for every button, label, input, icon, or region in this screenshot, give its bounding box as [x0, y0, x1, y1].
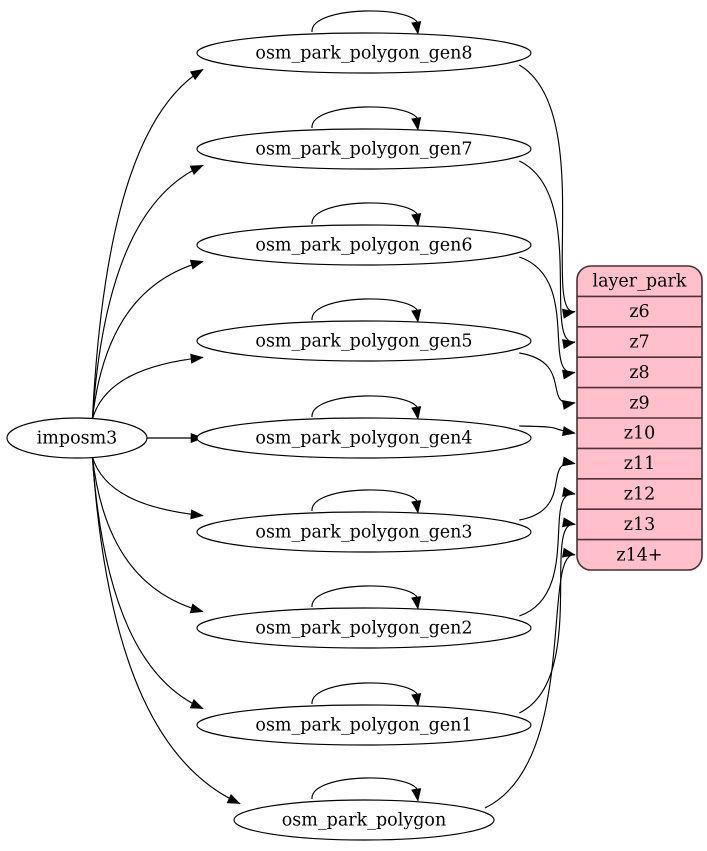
node-gen3-label: osm_park_polygon_gen3: [255, 523, 472, 543]
edge-gen5-to-z9: [519, 352, 576, 404]
arrowhead-self-loop-gen4: [411, 406, 422, 420]
arrowhead-gen3-to-z11: [562, 456, 576, 467]
node-gen4-label: osm_park_polygon_gen4: [255, 429, 472, 449]
node-gen7-shape[interactable]: [196, 128, 532, 170]
arrowhead-base-to-z14+: [562, 547, 576, 558]
edge-gen2-to-z12: [519, 493, 576, 617]
self-loop-gen6: [311, 202, 419, 225]
node-gen6-label: osm_park_polygon_gen6: [255, 236, 472, 256]
node-gen7-label: osm_park_polygon_gen7: [255, 140, 472, 160]
arrowhead-gen4-to-z10: [562, 426, 576, 437]
arrowhead-imposm3-to-gen2: [189, 603, 204, 614]
node-base-label: osm_park_polygon: [282, 811, 446, 831]
self-loop-gen2: [311, 585, 419, 608]
node-gen3-shape[interactable]: [196, 511, 532, 553]
edge-imposm3-to-gen8: [91, 68, 204, 420]
table-row-z9[interactable]: z9: [629, 393, 649, 413]
arrowhead-self-loop-base: [411, 788, 422, 802]
table-row-z13[interactable]: z13: [624, 515, 656, 535]
node-gen5-label: osm_park_polygon_gen5: [255, 332, 472, 352]
arrowhead-imposm3-to-gen6: [189, 259, 204, 270]
edge-imposm3-to-gen5: [91, 356, 204, 420]
node-base-shape[interactable]: [233, 799, 495, 841]
arrowhead-imposm3-to-gen1: [189, 699, 204, 709]
arrowhead-self-loop-gen8: [411, 21, 422, 35]
edge-imposm3-to-gen1: [91, 456, 204, 710]
node-gen1-shape[interactable]: [196, 704, 532, 746]
node-imposm3-shape[interactable]: [6, 417, 148, 459]
self-loop-gen7: [311, 106, 419, 129]
self-loop-gen8: [311, 10, 419, 33]
table-row-z11[interactable]: z11: [624, 454, 656, 474]
arrowhead-self-loop-gen5: [411, 309, 422, 323]
edge-gen7-to-z7: [519, 160, 576, 343]
arrowhead-self-loop-gen1: [411, 693, 422, 707]
arrowhead-gen1-to-z13: [562, 517, 576, 528]
self-loop-gen4: [311, 395, 419, 418]
graph-nodes: imposm3 osm_park_polygon_gen8 osm_park_pol…: [6, 32, 532, 841]
arrowhead-gen8-to-z6: [562, 308, 576, 319]
edge-imposm3-to-gen6: [91, 260, 204, 420]
table-row-z7[interactable]: z7: [629, 333, 649, 353]
node-gen1-label: osm_park_polygon_gen1: [255, 716, 472, 736]
table-row-z10[interactable]: z10: [624, 424, 656, 444]
arrowhead-imposm3-to-gen8: [189, 68, 204, 81]
edges-to-layer-park: [484, 64, 576, 809]
edge-gen1-to-z13: [519, 523, 576, 714]
edge-imposm3-to-gen2: [91, 456, 204, 613]
node-gen2-label: osm_park_polygon_gen2: [255, 619, 472, 639]
node-gen4-shape[interactable]: [196, 417, 532, 459]
table-row-z6[interactable]: z6: [629, 302, 649, 322]
node-gen6-shape[interactable]: [196, 224, 532, 266]
arrowhead-self-loop-gen7: [411, 117, 422, 131]
edge-imposm3-to-gen3: [91, 456, 204, 517]
arrowhead-imposm3-to-gen5: [190, 353, 204, 364]
edge-imposm3-to-base: [91, 456, 241, 805]
arrowhead-gen5-to-z9: [562, 399, 576, 410]
table-row-z8[interactable]: z8: [629, 363, 649, 383]
self-loop-gen3: [311, 489, 419, 512]
arrowhead-imposm3-to-gen3: [190, 509, 204, 520]
edge-base-to-z14+: [484, 554, 576, 809]
arrowhead-self-loop-gen2: [411, 596, 422, 610]
edge-imposm3-to-gen7: [91, 164, 204, 420]
self-loop-gen5: [311, 298, 419, 321]
arrowhead-gen6-to-z8: [562, 369, 576, 380]
edge-gen8-to-z6: [519, 64, 576, 313]
node-gen8-label: osm_park_polygon_gen8: [255, 44, 472, 64]
table-row-z14plus[interactable]: z14+: [616, 545, 662, 565]
node-imposm3-label: imposm3: [37, 429, 118, 449]
self-loop-edges: [311, 10, 422, 802]
node-gen2-shape[interactable]: [196, 607, 532, 649]
self-loop-base: [311, 777, 419, 800]
arrowhead-self-loop-gen3: [411, 500, 422, 514]
edge-gen6-to-z8: [519, 256, 576, 373]
arrowhead-imposm3-to-base: [226, 793, 241, 804]
node-gen5-shape[interactable]: [196, 320, 532, 362]
node-gen8-shape[interactable]: [196, 32, 532, 74]
arrowhead-gen7-to-z7: [562, 339, 576, 350]
table-row-z12[interactable]: z12: [624, 485, 656, 505]
arrowhead-self-loop-gen6: [411, 213, 422, 227]
arrowhead-imposm3-to-gen7: [189, 165, 204, 175]
layer-park-table: layer_park z6 z7 z8 z9 z10 z11 z12 z13 z14+: [576, 265, 703, 571]
arrowhead-gen2-to-z12: [562, 486, 576, 497]
layer-park-header-label: layer_park: [593, 272, 687, 292]
self-loop-gen1: [311, 682, 419, 705]
